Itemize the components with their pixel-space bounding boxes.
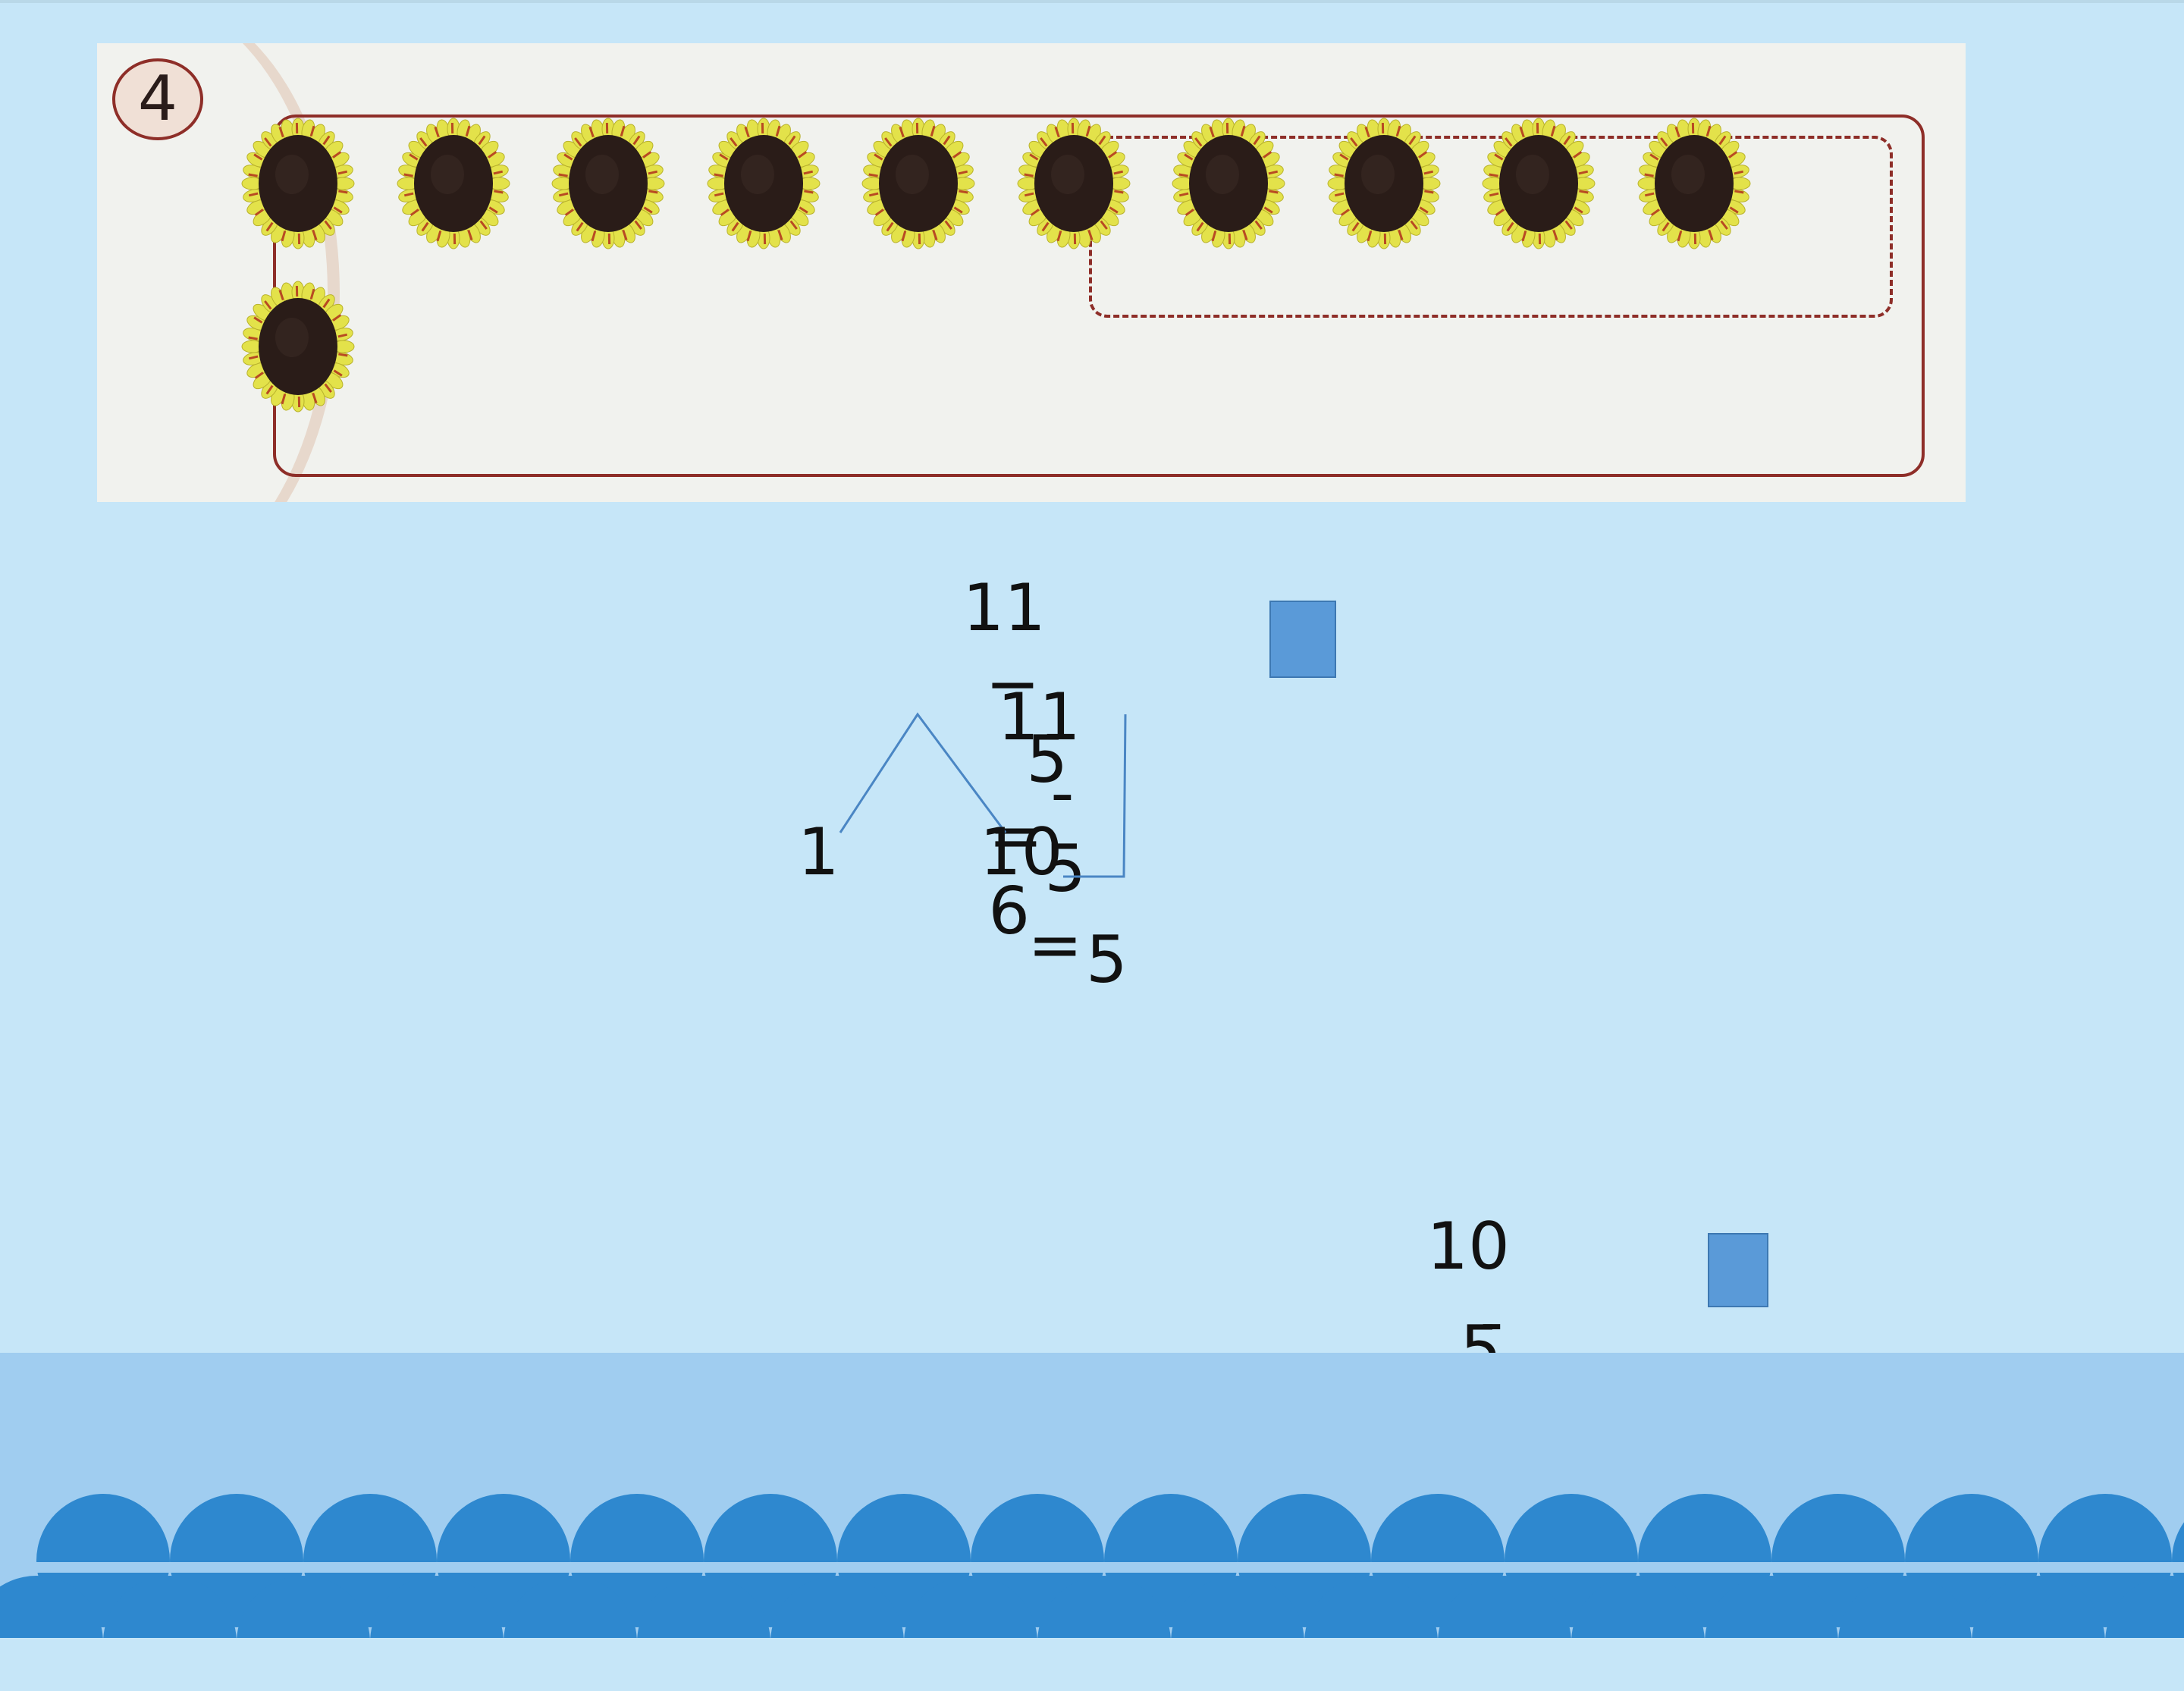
bracket-line (1063, 714, 1125, 877)
part-b-label: 10 (980, 814, 1062, 890)
slide: 4 11 − 5 = 6 11 - 5 = 1 10 5 10 - 5 = 5 … (0, 0, 2184, 1638)
wave-decoration (0, 1471, 2184, 1638)
subtrahend-label: 5 (1086, 922, 1128, 998)
answer-box-2[interactable] (1708, 1233, 1768, 1307)
part-a-label: 1 (798, 814, 839, 890)
